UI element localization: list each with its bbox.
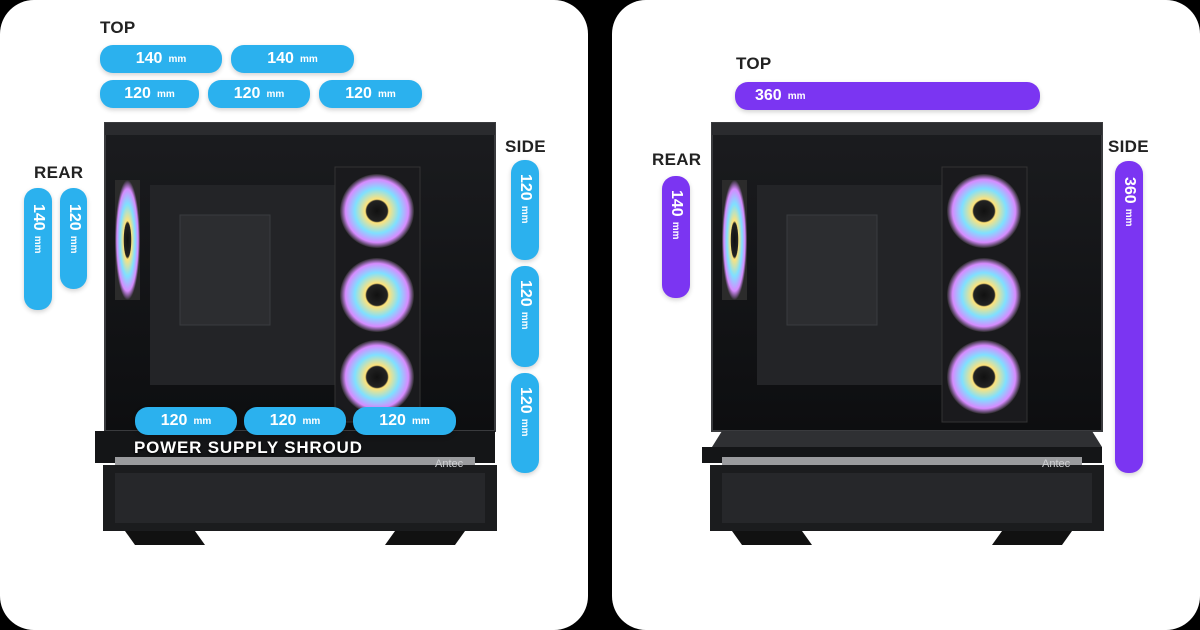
pc-case-image: Antec	[702, 122, 1104, 545]
pc-case-image: Antec	[95, 122, 497, 545]
power-supply-shroud-label: POWER SUPPLY SHROUD	[134, 438, 363, 457]
rear-label: REAR	[34, 163, 84, 182]
side-label: SIDE	[1108, 137, 1149, 156]
rear-label: REAR	[652, 150, 702, 169]
side-label: SIDE	[505, 137, 546, 156]
top-label: TOP	[736, 54, 772, 73]
brand-logo: Antec	[435, 458, 464, 470]
top-label: TOP	[100, 18, 136, 37]
brand-logo: Antec	[1042, 458, 1071, 470]
